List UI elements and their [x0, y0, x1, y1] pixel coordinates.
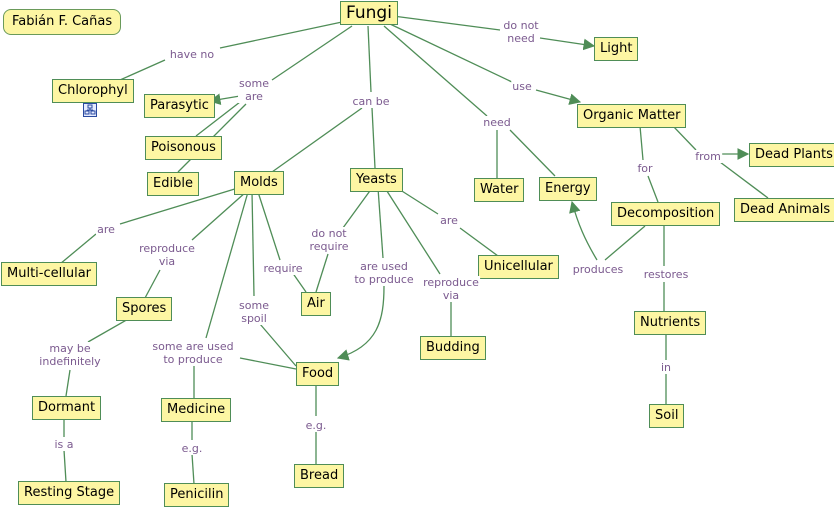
concept-organic-matter[interactable]: Organic Matter — [577, 104, 687, 128]
concept-energy[interactable]: Energy — [539, 177, 597, 201]
link-label-from: from — [694, 150, 722, 163]
link-isa-resting — [63, 449, 67, 483]
link-someare-parasytic — [208, 93, 241, 106]
concept-water[interactable]: Water — [474, 178, 525, 202]
link-someused-food — [239, 357, 297, 370]
concept-parasytic[interactable]: Parasytic — [144, 94, 215, 118]
link-molds-someused — [205, 191, 249, 339]
link-label-produces: produces — [571, 263, 625, 276]
link-fungi-canbe — [367, 25, 372, 93]
concept-poisonous[interactable]: Poisonous — [145, 136, 222, 160]
concept-soil[interactable]: Soil — [649, 404, 685, 428]
link-label-have-no: have no — [168, 48, 216, 61]
link-canbe-molds — [271, 107, 363, 173]
concept-budding[interactable]: Budding — [420, 336, 486, 360]
concept-medicine[interactable]: Medicine — [161, 398, 232, 422]
concept-light[interactable]: Light — [594, 37, 639, 61]
concept-spores[interactable]: Spores — [116, 297, 173, 321]
link-somespoil-food — [259, 323, 297, 367]
link-label-use: use — [511, 80, 533, 93]
link-label-eg-bread: e.g. — [304, 419, 328, 432]
link-fungi-need — [383, 25, 488, 117]
link-spores-maybe — [87, 317, 131, 343]
link-are-unicell — [459, 227, 499, 257]
link-donotneed-light — [539, 37, 596, 51]
link-reproduce-spores — [144, 269, 161, 299]
link-label-restores: restores — [642, 268, 690, 281]
link-someare-poisonous — [195, 101, 241, 137]
link-yeasts-reprobud — [384, 187, 441, 275]
concept-dormant[interactable]: Dormant — [32, 396, 102, 420]
concept-chlorophyl[interactable]: Chlorophyl — [52, 79, 134, 103]
link-eg-penicilin — [191, 453, 195, 485]
link-yeasts-donotrequire — [339, 187, 373, 233]
concept-resting-stage[interactable]: Resting Stage — [18, 481, 121, 505]
concept-penicilin[interactable]: Penicilin — [164, 483, 230, 507]
link-fungi-someare — [271, 25, 353, 81]
link-label-require: require — [262, 262, 304, 275]
link-molds-reproduce — [191, 191, 247, 241]
link-fungi-haveno — [219, 21, 343, 49]
concept-bread[interactable]: Bread — [294, 464, 345, 488]
link-molds-require — [257, 191, 281, 261]
link-use-organicmatter — [535, 89, 582, 105]
link-decomp-produces — [604, 225, 646, 261]
link-om-from — [672, 125, 697, 151]
concept-food[interactable]: Food — [296, 362, 340, 386]
author-label: Fabián F. Cañas — [3, 9, 122, 35]
concept-fungi[interactable]: Fungi — [340, 1, 398, 25]
link-for-decomp — [647, 175, 659, 203]
concept-dead-animals[interactable]: Dead Animals — [734, 198, 834, 222]
link-canbe-yeasts — [371, 107, 376, 169]
link-maybe-dormant — [65, 369, 71, 397]
link-need-energy — [509, 129, 556, 177]
link-om-for — [639, 125, 644, 161]
concept-decomposition[interactable]: Decomposition — [611, 202, 721, 226]
resource-link-icon[interactable] — [83, 103, 97, 117]
link-label-can-be: can be — [351, 95, 391, 108]
link-molds-are — [119, 187, 239, 225]
concept-molds[interactable]: Molds — [234, 171, 284, 195]
link-label-is-a: is a — [53, 438, 75, 451]
link-label-are-multicellular: are — [96, 223, 116, 236]
concept-nutrients[interactable]: Nutrients — [634, 311, 707, 335]
link-donotrequire-air — [315, 253, 329, 293]
link-label-in: in — [659, 361, 673, 374]
concept-air[interactable]: Air — [301, 292, 331, 316]
link-are-multicell — [59, 233, 97, 265]
link-produces-energy — [569, 200, 598, 261]
link-label-need: need — [482, 116, 512, 129]
link-yeasts-areused — [377, 187, 384, 259]
concept-unicellular[interactable]: Unicellular — [478, 255, 559, 279]
concept-edible[interactable]: Edible — [147, 172, 199, 196]
link-label-are-unicellular: are — [439, 214, 459, 227]
link-areused-food — [336, 285, 385, 361]
link-label-eg-penicilin: e.g. — [180, 442, 204, 455]
concept-multi-cellular[interactable]: Multi-cellular — [1, 262, 97, 286]
link-label-for: for — [636, 162, 654, 175]
concept-dead-plants[interactable]: Dead Plants — [749, 143, 834, 167]
link-require-air — [291, 271, 307, 293]
link-from-deadanimals — [719, 161, 769, 199]
link-fungi-donotneed — [392, 15, 501, 31]
link-haveno-chlorophyl — [119, 59, 166, 81]
link-fungi-use — [389, 23, 513, 83]
link-molds-somespoil — [251, 191, 255, 297]
concept-yeasts[interactable]: Yeasts — [350, 168, 403, 192]
